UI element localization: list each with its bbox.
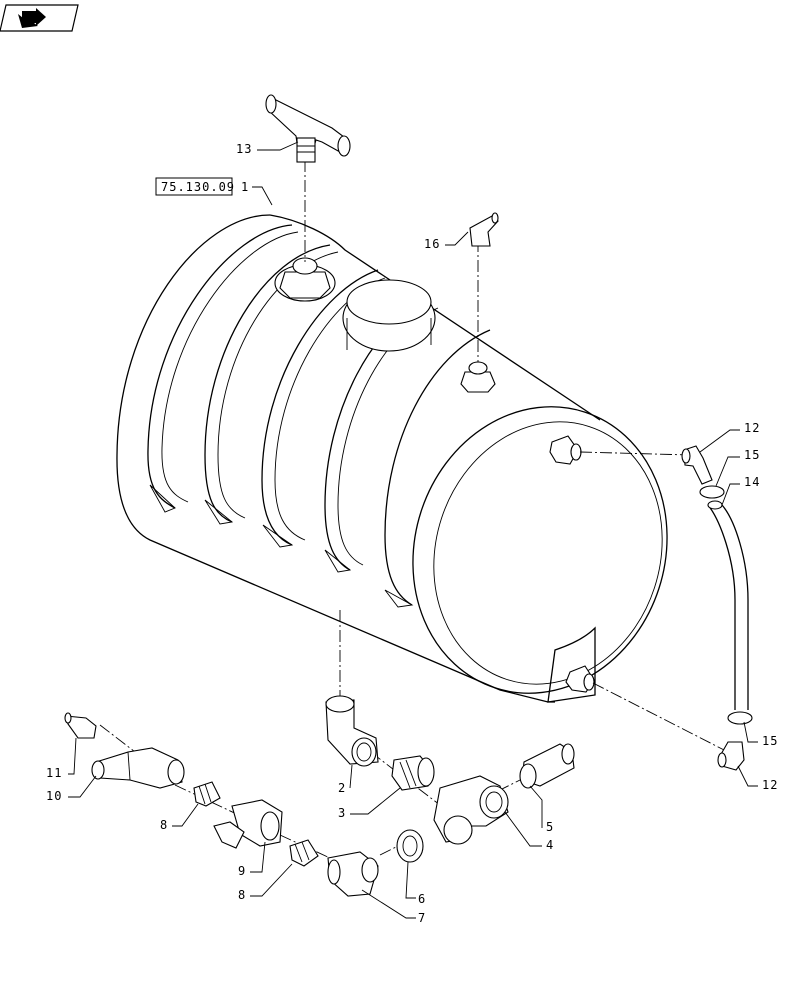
part-11-barb (64, 712, 97, 739)
part-9-valve (213, 799, 283, 849)
part-4-tee (433, 775, 509, 845)
callout-4: 4 (546, 838, 554, 852)
callout-15-lower: 15 (762, 734, 778, 748)
callout-10: 10 (46, 789, 62, 803)
callout-1: 1 (241, 180, 249, 194)
callout-2: 2 (338, 781, 346, 795)
callout-9: 9 (238, 864, 246, 878)
part-12-elbow-upper (681, 445, 713, 485)
part-16-fitting (469, 212, 499, 247)
part-12-elbow-lower (717, 741, 745, 771)
callout-7: 7 (418, 911, 426, 925)
callout-5: 5 (546, 820, 554, 834)
callout-8-lower: 8 (238, 888, 246, 902)
part-10-tee (91, 747, 185, 789)
callout-13: 13 (236, 142, 252, 156)
forward-arrow-icon (18, 8, 46, 28)
part-6-bushing (396, 829, 424, 863)
part-2-elbow (325, 695, 379, 767)
part-8-nipple-upper (193, 781, 221, 807)
reference-link[interactable]: 75.130.09 (155, 177, 235, 196)
callout-11: 11 (46, 766, 62, 780)
part-5-barb (519, 743, 575, 789)
callout-15-upper: 15 (744, 448, 760, 462)
nav-forward-button[interactable] (0, 4, 79, 32)
part-3-nipple (391, 755, 435, 791)
callouts: 1 13 16 12 15 14 15 12 2 3 4 5 6 (46, 141, 778, 925)
callout-14: 14 (744, 475, 760, 489)
part-8-nipple-lower (289, 839, 319, 867)
part-14-hose (707, 500, 749, 710)
reference-code: 75.130.09 (161, 180, 235, 194)
tank (116, 214, 668, 703)
callout-12-upper: 12 (744, 421, 760, 435)
callout-8-upper: 8 (160, 818, 168, 832)
callout-16: 16 (424, 237, 440, 251)
part-7-elbow (327, 851, 379, 897)
part-13-tee (265, 94, 351, 163)
callout-12-lower: 12 (762, 778, 778, 792)
callout-3: 3 (338, 806, 346, 820)
part-15-clamp-lower (727, 711, 753, 725)
callout-6: 6 (418, 892, 426, 906)
part-15-clamp-upper (699, 485, 725, 499)
